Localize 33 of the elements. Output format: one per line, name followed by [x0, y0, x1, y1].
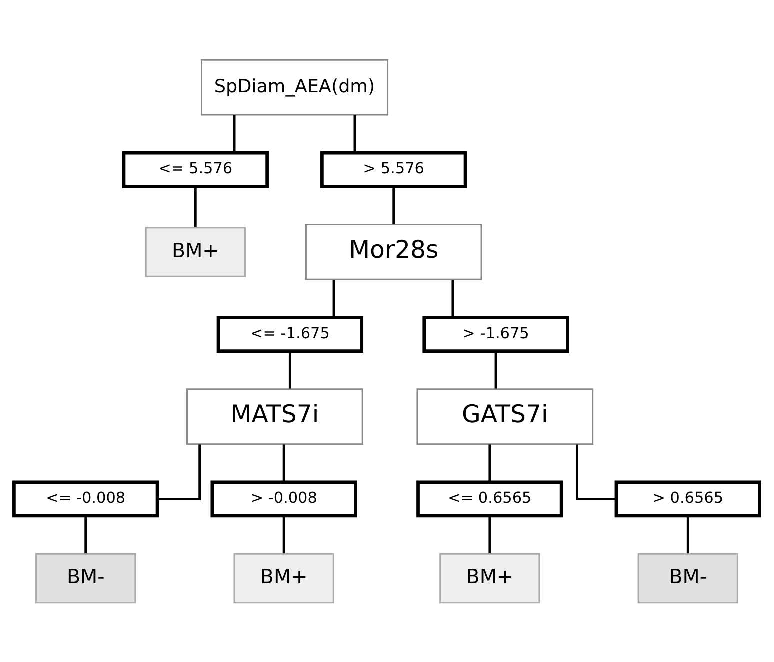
- node-box: GATS7i: [416, 388, 594, 445]
- connector: [488, 444, 492, 482]
- connector: [282, 444, 286, 482]
- node-box: <= -1.675: [216, 316, 364, 352]
- node-box: BM+: [145, 226, 246, 277]
- connector: [494, 351, 498, 388]
- connector: [233, 114, 236, 153]
- node-box: > -0.008: [210, 480, 358, 518]
- node-box: BM-: [638, 552, 738, 604]
- connector: [158, 444, 202, 500]
- node-box: MATS7i: [186, 388, 364, 445]
- connector: [332, 280, 336, 318]
- node-box: BM+: [440, 552, 540, 604]
- connector: [354, 114, 356, 153]
- node-box: <= 0.6565: [416, 480, 564, 518]
- connector: [194, 186, 197, 227]
- node-box: > 0.6565: [614, 480, 762, 518]
- node-box: > -1.675: [422, 316, 570, 352]
- connector: [282, 516, 286, 554]
- node-box: <= 5.576: [122, 150, 269, 188]
- node-box: BM+: [234, 552, 334, 604]
- node-box: Mor28s: [305, 224, 482, 280]
- connector: [392, 186, 396, 224]
- connector: [686, 516, 690, 554]
- connector: [84, 516, 88, 554]
- node-box: SpDiam_AEA(dm): [200, 58, 389, 116]
- connector: [288, 351, 292, 388]
- connector: [488, 516, 492, 554]
- node-box: BM-: [36, 552, 136, 604]
- node-box: <= -0.008: [12, 480, 160, 518]
- connector: [452, 280, 454, 318]
- node-box: > 5.576: [320, 150, 468, 188]
- connector: [576, 444, 616, 500]
